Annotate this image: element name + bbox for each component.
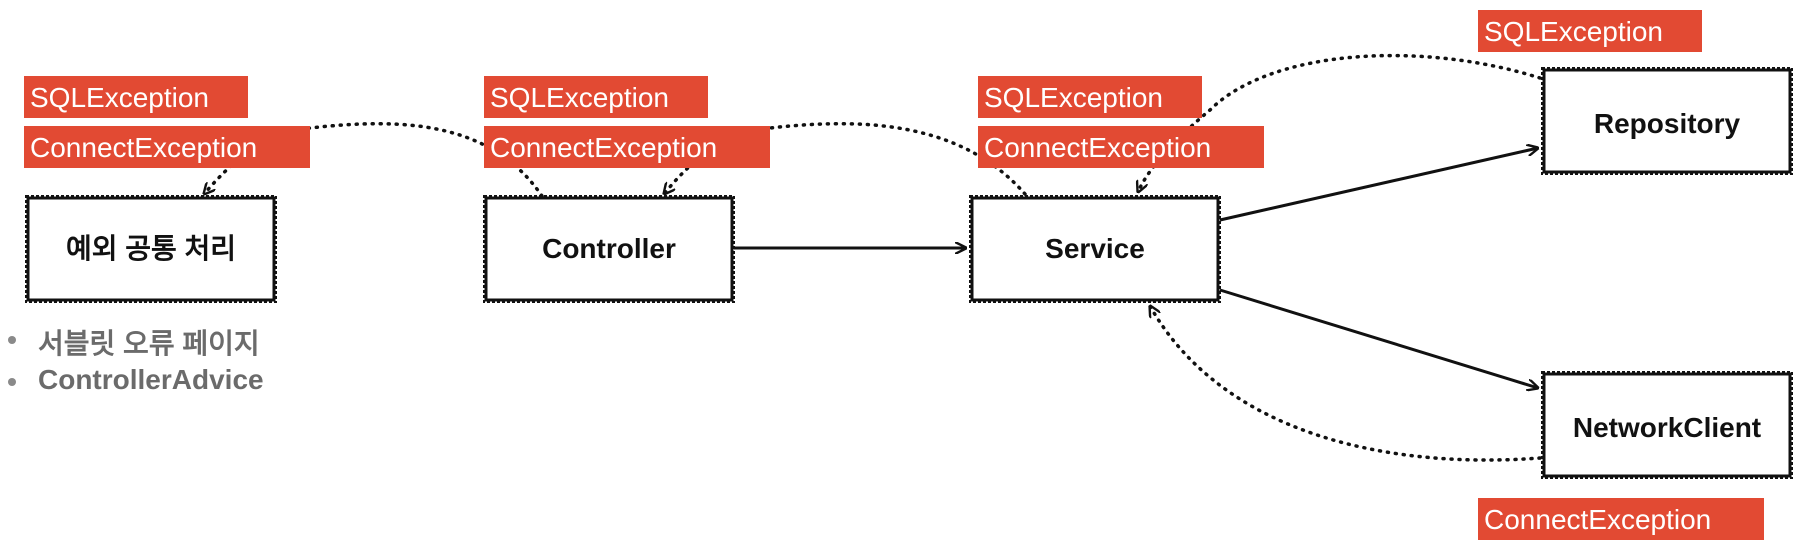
dotted-arrow-service-to-controller [664,121,1027,194]
note-servlet-error-page: 서블릿 오류 페이지 [38,328,260,359]
exception-tag-sql-common: SQLException [24,76,248,118]
node-service: Service [969,195,1221,303]
node-common-exception-handling: 예외 공통 처리 [25,195,277,303]
arrow-service-to-network [1219,288,1538,388]
dotted-arrow-network-to-service [1150,306,1542,462]
svg-text:SQLException: SQLException [984,82,1163,113]
svg-text:ConnectException: ConnectException [984,132,1211,163]
svg-text:ConnectException: ConnectException [30,132,257,163]
bullet-dot [8,378,16,386]
exception-tag-connect-service: ConnectException [978,126,1264,168]
svg-text:SQLException: SQLException [30,82,209,113]
node-controller: Controller [483,195,735,303]
svg-text:SQLException: SQLException [1484,16,1663,47]
bullet-dot [8,336,16,344]
svg-text:Controller: Controller [542,233,676,264]
exception-tag-connect-common: ConnectException [24,126,310,168]
exception-tag-sql-service: SQLException [978,76,1202,118]
svg-text:NetworkClient: NetworkClient [1573,412,1761,443]
svg-text:ConnectException: ConnectException [1484,504,1711,535]
exception-tag-connect-controller: ConnectException [484,126,770,168]
arrow-service-to-repository [1219,148,1538,222]
node-network-client: NetworkClient [1541,371,1793,479]
exception-tag-sql-controller: SQLException [484,76,708,118]
exception-tag-sql-repository: SQLException [1478,10,1702,52]
svg-text:ConnectException: ConnectException [490,132,717,163]
note-controller-advice: ControllerAdvice [38,364,264,395]
node-repository: Repository [1541,67,1793,175]
svg-text:Repository: Repository [1594,108,1741,139]
svg-text:SQLException: SQLException [490,82,669,113]
exception-tag-connect-network: ConnectException [1478,498,1764,540]
svg-text:예외 공통 처리: 예외 공통 처리 [66,233,236,264]
svg-text:Service: Service [1045,233,1145,264]
